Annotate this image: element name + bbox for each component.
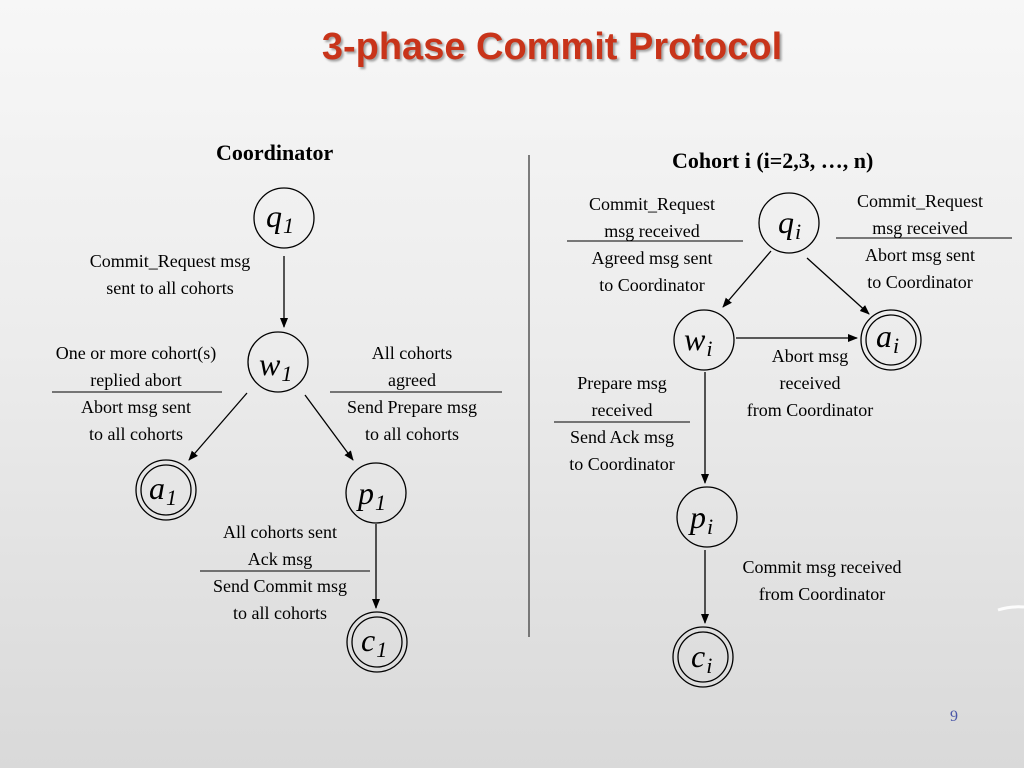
coord-state-a-label: a1 <box>149 470 177 510</box>
cohort-state-p-circle <box>676 486 738 548</box>
cohort-state-q-circle <box>758 192 820 254</box>
cohort-q-to-w-caption: Commit_Request msg received Agreed msg s… <box>562 191 742 299</box>
cohort-q-to-w-action: Agreed msg sent <box>591 248 713 268</box>
coord-state-a-circle-outer <box>135 459 197 521</box>
cohort-heading: Cohort i (i=2,3, …, n) <box>672 148 874 173</box>
cohort-state-w-circle <box>673 309 735 371</box>
cohort-w-to-a-caption: Abort msg received from Coordinator <box>746 346 874 420</box>
cohort-w-to-p-action: Send Ack msg <box>569 427 674 447</box>
cohort-w-to-p-condition: Prepare msg <box>577 373 667 393</box>
coord-arrow-w-to-a <box>188 392 248 461</box>
cohort-q-to-w-condition: Commit_Request <box>589 194 715 214</box>
coord-state-q-circle <box>253 187 315 249</box>
cohort-state-c-label: ci <box>691 638 713 678</box>
coord-state-a-circle-inner <box>140 464 192 516</box>
coord-p-to-c-action: Send Commit msg <box>212 576 347 596</box>
cohort-arrow-q-to-w <box>722 250 772 308</box>
coord-state-w-circle <box>247 331 309 393</box>
cohort-q-to-a-caption: Commit_Request msg received Abort msg se… <box>830 188 1010 296</box>
cohort-p-to-c-caption: Commit msg received from Coordinator <box>742 557 902 604</box>
coord-p-to-c-condition: All cohorts sent <box>223 522 337 542</box>
cohort-q-to-a-action: Abort msg sent <box>865 245 975 265</box>
coord-w-to-p-condition: All cohorts <box>371 343 453 363</box>
cohort-w-to-p-caption: Prepare msg received Send Ack msg to Coo… <box>548 370 696 478</box>
coord-state-p-circle <box>345 462 407 524</box>
coord-state-c-circle-inner <box>351 616 403 668</box>
coord-state-c-label: c1 <box>361 622 388 662</box>
cohort-state-q-label: qi <box>778 204 802 244</box>
coord-state-p-label: p1 <box>358 475 386 515</box>
slide-swoosh <box>997 605 1024 612</box>
cohort-state-a-circle-inner <box>865 314 917 366</box>
slide-title: 3-phase Commit Protocol <box>321 26 783 68</box>
coord-w-to-a-caption: One or more cohort(s) replied abort Abor… <box>25 340 247 448</box>
coord-q-to-w-caption: Commit_Request msg sent to all cohorts <box>89 251 251 298</box>
cohort-state-c-circle-inner <box>677 631 729 683</box>
coord-w-to-a-condition: One or more cohort(s) <box>55 343 217 363</box>
cohort-state-p-label: pi <box>690 499 714 539</box>
cohort-arrow-q-to-a <box>806 257 870 315</box>
cohort-state-a-label: ai <box>876 318 900 358</box>
cohort-state-w-label: wi <box>684 321 713 361</box>
coord-arrow-w-to-p <box>304 394 354 461</box>
coord-w-to-p-action: Send Prepare msg <box>347 397 477 417</box>
coordinator-heading: Coordinator <box>216 140 334 165</box>
coord-state-q-label: q1 <box>266 198 294 238</box>
cohort-state-c-circle-outer <box>672 626 734 688</box>
coord-state-c-circle-outer <box>346 611 408 673</box>
cohort-state-a-circle-outer <box>860 309 922 371</box>
coord-w-to-p-caption: All cohorts agreed Send Prepare msg to a… <box>322 340 502 448</box>
cohort-q-to-a-condition: Commit_Request <box>857 191 983 211</box>
coord-state-w-label: w1 <box>259 346 293 386</box>
coord-w-to-a-action: Abort msg sent <box>81 397 191 417</box>
coord-p-to-c-caption: All cohorts sent Ack msg Send Commit msg… <box>190 519 370 627</box>
page-number: 9 <box>950 708 958 725</box>
